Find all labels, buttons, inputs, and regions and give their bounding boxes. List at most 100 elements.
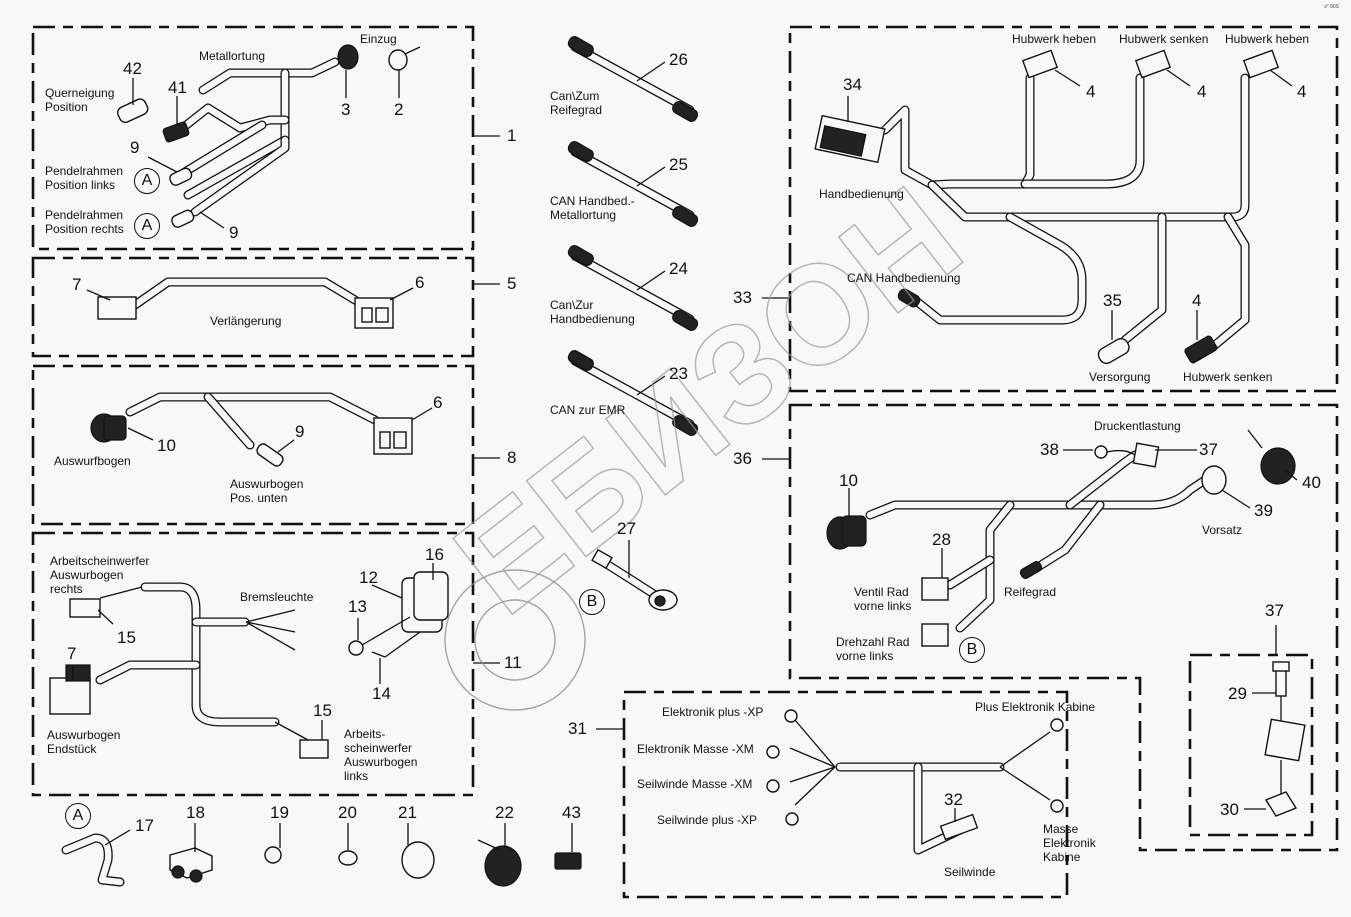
- part-3-label: Metallortung: [199, 49, 266, 63]
- part-9-label: Auswurbogen Pos. unten: [230, 477, 304, 505]
- watermark: [444, 569, 586, 711]
- verlaengerung-label: Verlängerung: [210, 314, 282, 328]
- group-36-leaders: [848, 449, 1298, 578]
- part-23-label: CAN zur EMR: [550, 403, 626, 417]
- elektronik-plus-label: Elektronik plus -XP: [662, 705, 764, 719]
- part-21-number[interactable]: 21: [398, 803, 417, 822]
- seilwinde-plus-label: Seilwinde plus -XP: [657, 813, 758, 827]
- group-leaders: [473, 135, 1277, 730]
- part-27-number[interactable]: 27: [617, 519, 636, 538]
- corner-code: s° 80S: [1324, 4, 1339, 10]
- group-37-box: [1188, 653, 1314, 837]
- part-9b-number[interactable]: 9: [229, 223, 239, 242]
- part-23-number[interactable]: 23: [669, 364, 688, 383]
- part-4-number[interactable]: 4: [1197, 82, 1207, 101]
- part-7-number[interactable]: 7: [72, 275, 82, 294]
- part-4-number[interactable]: 4: [1086, 82, 1096, 101]
- part-25-number[interactable]: 25: [669, 155, 688, 174]
- masse-elektronik-kabine-label: Masse Elektronik Kabine: [1043, 822, 1096, 864]
- part-16-number[interactable]: 16: [425, 545, 444, 564]
- part-10-label: Auswurfbogen: [54, 454, 131, 468]
- group-1-number: 1: [507, 126, 517, 145]
- ref-circle-b: B: [959, 637, 985, 663]
- part-3-number[interactable]: 3: [341, 100, 351, 119]
- part-7-label: Auswurbogen Endstück: [47, 728, 121, 756]
- part-4-number[interactable]: 4: [1192, 291, 1202, 310]
- part-26-number[interactable]: 26: [669, 50, 688, 69]
- group-33-leaders: [847, 69, 1293, 340]
- part-15b-label: Arbeits- scheinwerfer Auswurbogen links: [344, 727, 418, 783]
- part-9b-label: Pendelrahmen Position rechts: [45, 208, 124, 236]
- group-8-box: [31, 364, 475, 526]
- group-33-box: [788, 25, 1339, 393]
- seilwinde-label: Seilwinde: [944, 865, 996, 879]
- hubwerk-senken-2-label: Hubwerk senken: [1183, 370, 1273, 384]
- elektronik-masse-label: Elektronik Masse -XM: [637, 742, 754, 756]
- part-2-label: Einzug: [360, 32, 397, 46]
- part-10-number[interactable]: 10: [157, 436, 176, 455]
- harness-group-33: [814, 49, 1280, 365]
- part-4-number[interactable]: 4: [1297, 82, 1307, 101]
- group-11-box: [31, 531, 475, 797]
- part-19-number[interactable]: 19: [270, 803, 289, 822]
- druckentlastung-label: Druckentlastung: [1094, 419, 1181, 433]
- part-34-number[interactable]: 34: [843, 75, 862, 94]
- part-30-number[interactable]: 30: [1220, 800, 1239, 819]
- group-11-leaders: [72, 563, 434, 740]
- plus-elektronik-kabine-label: Plus Elektronik Kabine: [975, 700, 1096, 714]
- hubwerk-heben-1-label: Hubwerk heben: [1012, 32, 1097, 46]
- part-40-number[interactable]: 40: [1302, 473, 1321, 492]
- part-15a-number[interactable]: 15: [117, 628, 136, 647]
- part-17-number[interactable]: 17: [135, 816, 154, 835]
- part-18-number[interactable]: 18: [186, 803, 205, 822]
- part-32-number[interactable]: 32: [944, 790, 963, 809]
- harness-group-37: [1244, 661, 1306, 817]
- group-36-number: 36: [733, 449, 752, 468]
- part-9a-number[interactable]: 9: [130, 138, 140, 157]
- group-1-leaders: [132, 70, 400, 229]
- part-2-number[interactable]: 2: [394, 100, 404, 119]
- part-34-label: Handbedienung: [819, 187, 904, 201]
- part-12-number[interactable]: 12: [359, 568, 378, 587]
- hubwerk-senken-1-label: Hubwerk senken: [1119, 32, 1209, 46]
- part-9-number[interactable]: 9: [295, 422, 305, 441]
- part-15a-label: Arbeitscheinwerfer Auswurbogen rechts: [50, 554, 150, 596]
- part-42-number[interactable]: 42: [123, 59, 142, 78]
- group-31-number: 31: [568, 719, 587, 738]
- group-5-number: 5: [507, 274, 517, 293]
- part-7-number[interactable]: 7: [67, 644, 77, 663]
- part-35-label: Versorgung: [1089, 370, 1151, 384]
- group-8-number: 8: [507, 448, 517, 467]
- part-10-number[interactable]: 10: [839, 471, 858, 490]
- part-39-number[interactable]: 39: [1254, 501, 1273, 520]
- group-37-number: 37: [1265, 601, 1284, 620]
- harness-group-36: [826, 429, 1296, 647]
- part-29-number[interactable]: 29: [1228, 684, 1247, 703]
- ref-circle-b: B: [579, 589, 605, 615]
- part-20-number[interactable]: 20: [338, 803, 357, 822]
- ref-circle-a: A: [134, 168, 160, 194]
- part-6-number[interactable]: 6: [433, 393, 443, 412]
- part-6-number[interactable]: 6: [415, 273, 425, 292]
- can-handbedienung-label: CAN Handbedienung: [847, 271, 961, 285]
- group-31-box: [622, 690, 1069, 899]
- part-41-number[interactable]: 41: [168, 78, 187, 97]
- part-37-number[interactable]: 37: [1199, 440, 1218, 459]
- part-24-label: Can\Zur Handbedienung: [550, 298, 635, 326]
- part-24-number[interactable]: 24: [669, 259, 688, 278]
- seilwinde-masse-label: Seilwinde Masse -XM: [637, 777, 753, 791]
- part-38-number[interactable]: 38: [1040, 440, 1059, 459]
- part-15b-number[interactable]: 15: [313, 701, 332, 720]
- hubwerk-heben-2-label: Hubwerk heben: [1225, 32, 1310, 46]
- part-25-label: CAN Handbed.- Metallortung: [550, 194, 635, 222]
- group-5-box: [31, 256, 475, 358]
- part-35-number[interactable]: 35: [1103, 291, 1122, 310]
- part-43-number[interactable]: 43: [562, 803, 581, 822]
- part-14-number[interactable]: 14: [372, 684, 391, 703]
- part-9a-label: Pendelrahmen Position links: [45, 164, 124, 192]
- part-28-number[interactable]: 28: [932, 530, 951, 549]
- can-cables: [567, 36, 699, 436]
- part-13-number[interactable]: 13: [348, 597, 367, 616]
- part-22-number[interactable]: 22: [495, 803, 514, 822]
